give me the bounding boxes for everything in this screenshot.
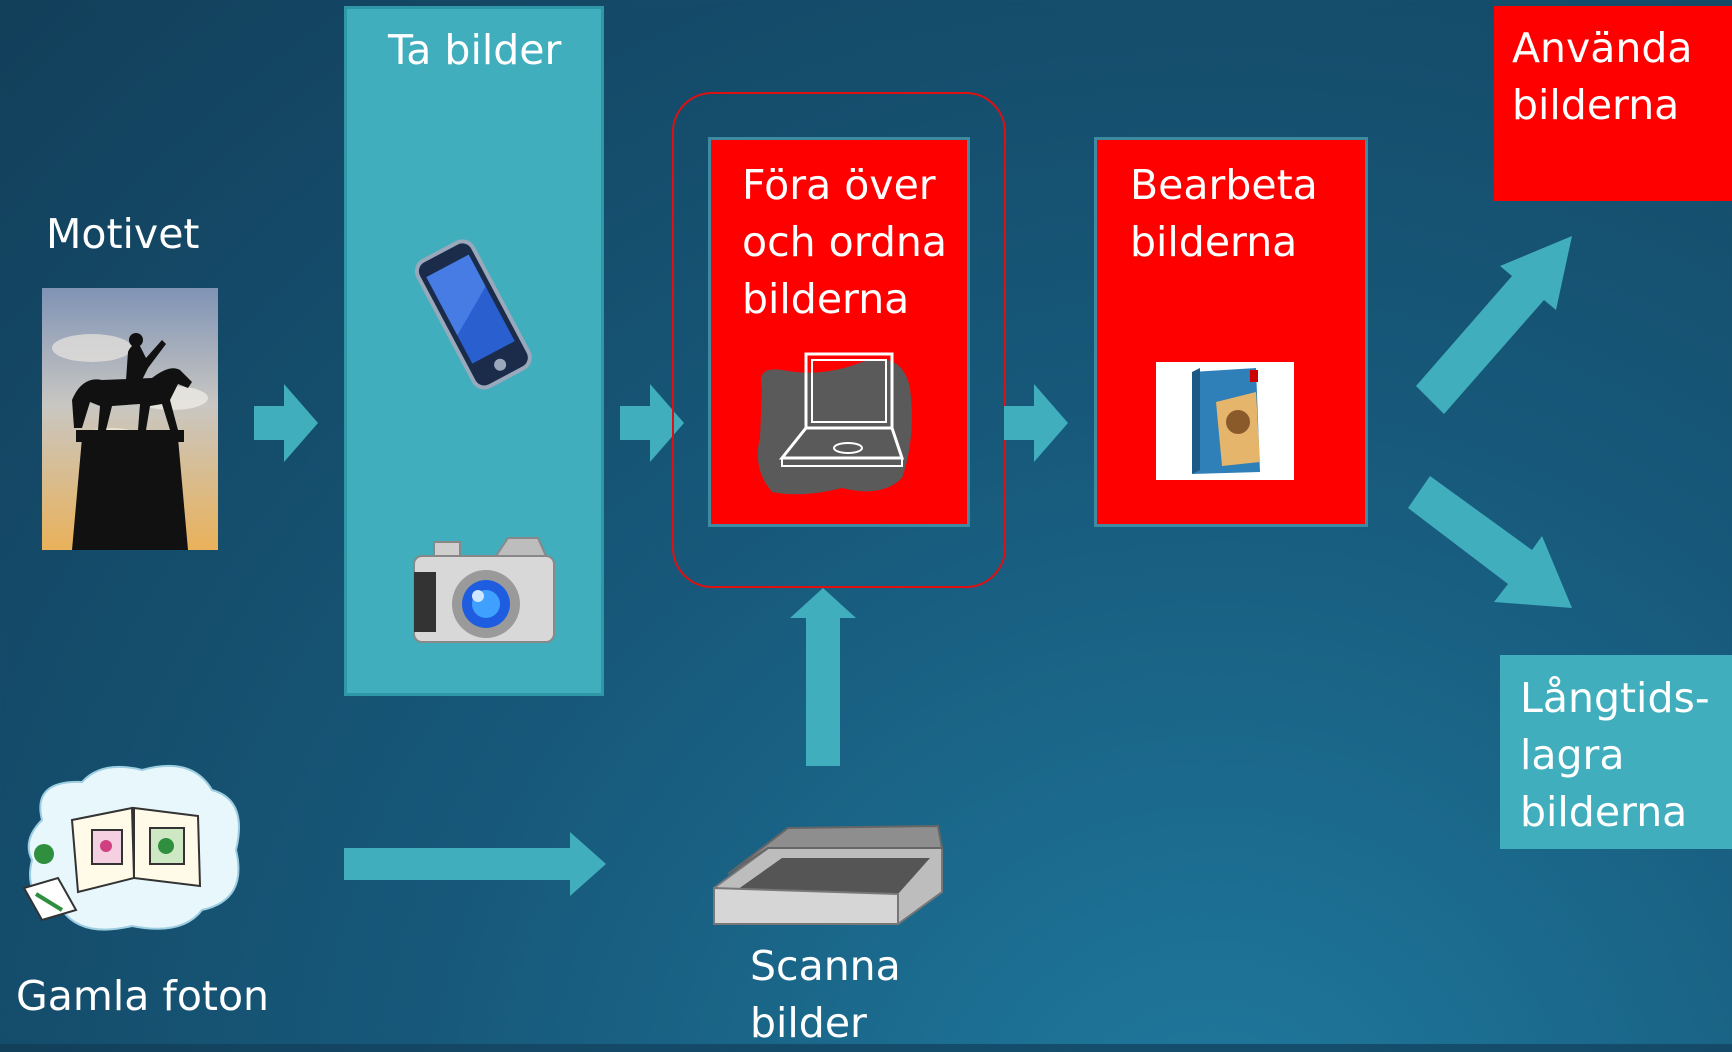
label-anvanda: Använda bilderna [1512, 24, 1693, 129]
arrow-fora-to-bearbeta [1004, 384, 1068, 462]
label-ta-bilder: Ta bilder [388, 26, 562, 74]
photo-album-icon [22, 764, 240, 931]
label-bearbeta: Bearbeta bilderna [1130, 161, 1318, 266]
arrow-ta-to-fora [620, 384, 684, 462]
label-fora-over: Föra över och ordna bilderna [742, 161, 947, 323]
camera-icon [413, 537, 555, 643]
phone-icon [414, 239, 532, 390]
box-anvanda [1494, 6, 1732, 201]
label-scanna: Scanna bilder [750, 942, 901, 1047]
label-gamla-foton: Gamla foton [16, 972, 270, 1020]
highlight-frame [672, 92, 1006, 588]
statue-photo-icon [42, 288, 218, 550]
arrow-to-langtids [1408, 476, 1572, 608]
laptop-icon [757, 352, 912, 495]
scanner-icon [713, 824, 944, 925]
label-motivet: Motivet [46, 210, 200, 258]
photoshop-box-icon [1156, 362, 1294, 480]
arrow-motivet-to-ta [254, 384, 318, 462]
box-langtids [1500, 655, 1732, 849]
label-langtids: Långtids- lagra bilderna [1520, 674, 1710, 836]
arrow-scanna-up [790, 588, 856, 766]
arrow-gamla-to-scanna [344, 832, 606, 896]
arrow-to-anvanda [1416, 236, 1572, 414]
